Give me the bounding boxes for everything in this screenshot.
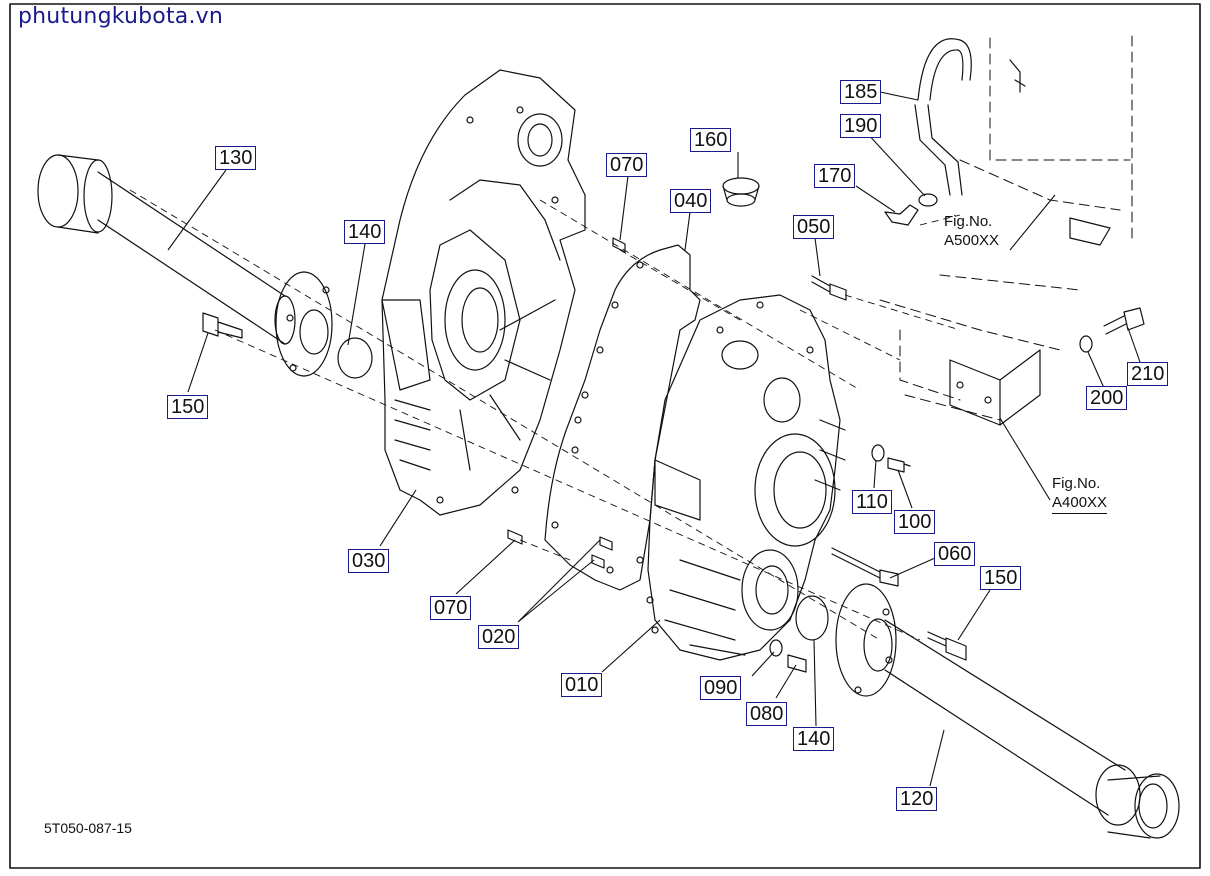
part-label-080[interactable]: 080 bbox=[746, 702, 788, 726]
leader-a400 bbox=[999, 417, 1051, 501]
leader-050 bbox=[814, 237, 821, 277]
flange-right bbox=[835, 583, 897, 697]
leader-210 bbox=[1127, 327, 1141, 363]
washer-110 bbox=[871, 444, 885, 462]
part-label-030[interactable]: 030 bbox=[348, 549, 390, 573]
leader-030 bbox=[379, 489, 417, 547]
elbow-fitting-170 bbox=[884, 204, 919, 226]
part-label-150-left[interactable]: 150 bbox=[167, 395, 209, 419]
bolt-210 bbox=[1103, 307, 1145, 335]
part-label-040[interactable]: 040 bbox=[670, 189, 712, 213]
leader-070-upper bbox=[619, 175, 629, 241]
part-label-130[interactable]: 130 bbox=[215, 146, 257, 170]
leader-070-lower bbox=[455, 539, 516, 595]
leader-040 bbox=[684, 211, 691, 251]
leader-090 bbox=[751, 651, 775, 677]
set-screw-upper bbox=[599, 536, 613, 551]
fig-ref-a400[interactable]: Fig.No. A400XX bbox=[1052, 474, 1108, 514]
leader-020 bbox=[517, 539, 601, 623]
bolt-100 bbox=[887, 457, 911, 473]
plug-160 bbox=[722, 177, 760, 207]
fig-ref-a500-line2: A500XX bbox=[944, 232, 1000, 249]
fig-ref-a400-line2: A400XX bbox=[1052, 493, 1108, 514]
bracket-a500 bbox=[1009, 59, 1111, 246]
leader-100 bbox=[897, 469, 913, 509]
site-title: phutungkubota.vn bbox=[18, 4, 224, 29]
plug-080 bbox=[787, 654, 807, 673]
housing-left bbox=[381, 69, 586, 516]
o-ring-right bbox=[795, 595, 829, 641]
bolt-060 bbox=[831, 547, 899, 587]
part-label-120[interactable]: 120 bbox=[896, 787, 938, 811]
bracket-a400 bbox=[949, 349, 1041, 426]
washer-090 bbox=[769, 639, 783, 657]
fig-ref-a400-line1: Fig.No. bbox=[1052, 475, 1101, 492]
gasket bbox=[544, 244, 701, 591]
housing-right bbox=[646, 294, 846, 661]
leader-140-right bbox=[813, 639, 817, 727]
frame-outline bbox=[879, 35, 1133, 421]
leader-a500 bbox=[1009, 194, 1056, 251]
leader-200 bbox=[1087, 351, 1105, 389]
axle-tube-right bbox=[884, 619, 1180, 839]
part-label-110[interactable]: 110 bbox=[852, 490, 892, 514]
set-screw-lower bbox=[591, 554, 605, 569]
part-label-060[interactable]: 060 bbox=[934, 542, 976, 566]
leader-060 bbox=[889, 557, 936, 579]
leader-080 bbox=[775, 664, 797, 699]
leader-130 bbox=[167, 169, 227, 251]
bolt-left bbox=[202, 312, 243, 339]
flange-left bbox=[275, 271, 333, 377]
leader-185 bbox=[879, 91, 919, 101]
part-label-050[interactable]: 050 bbox=[793, 215, 835, 239]
bolt-right bbox=[927, 631, 967, 661]
part-label-210[interactable]: 210 bbox=[1127, 362, 1169, 386]
part-label-090[interactable]: 090 bbox=[700, 676, 742, 700]
part-label-170[interactable]: 170 bbox=[814, 164, 856, 188]
o-ring-left bbox=[337, 337, 373, 379]
diagram-frame bbox=[9, 3, 1201, 869]
part-label-140-left[interactable]: 140 bbox=[344, 220, 386, 244]
part-label-185[interactable]: 185 bbox=[840, 80, 882, 104]
hose-185 bbox=[914, 38, 972, 196]
part-label-020[interactable]: 020 bbox=[478, 625, 520, 649]
drawing-code: 5T050-087-15 bbox=[44, 820, 132, 836]
fig-ref-a500[interactable]: Fig.No. A500XX bbox=[944, 212, 999, 250]
leader-120 bbox=[929, 729, 945, 787]
pin-lower bbox=[507, 529, 523, 545]
washer-200 bbox=[1079, 335, 1093, 353]
part-label-100[interactable]: 100 bbox=[894, 510, 936, 534]
part-label-070-upper[interactable]: 070 bbox=[606, 153, 648, 177]
part-label-200[interactable]: 200 bbox=[1086, 386, 1128, 410]
leader-150-left bbox=[187, 332, 209, 393]
leader-010 bbox=[601, 619, 661, 673]
part-label-140-right[interactable]: 140 bbox=[793, 727, 835, 751]
leader-140-left bbox=[347, 243, 366, 346]
hose-clamp-190 bbox=[918, 193, 938, 207]
leader-150-right bbox=[957, 589, 991, 641]
bolt-050 bbox=[811, 275, 847, 301]
part-label-190[interactable]: 190 bbox=[840, 114, 882, 138]
part-label-070-lower[interactable]: 070 bbox=[430, 596, 472, 620]
part-label-160[interactable]: 160 bbox=[690, 128, 732, 152]
leader-110 bbox=[873, 459, 877, 489]
part-label-010[interactable]: 010 bbox=[561, 673, 603, 697]
part-label-150-right[interactable]: 150 bbox=[980, 566, 1022, 590]
axle-tube-left bbox=[37, 154, 296, 345]
leader-170 bbox=[855, 185, 896, 213]
fig-ref-a500-line1: Fig.No. bbox=[944, 213, 993, 230]
leader-190 bbox=[865, 131, 926, 197]
